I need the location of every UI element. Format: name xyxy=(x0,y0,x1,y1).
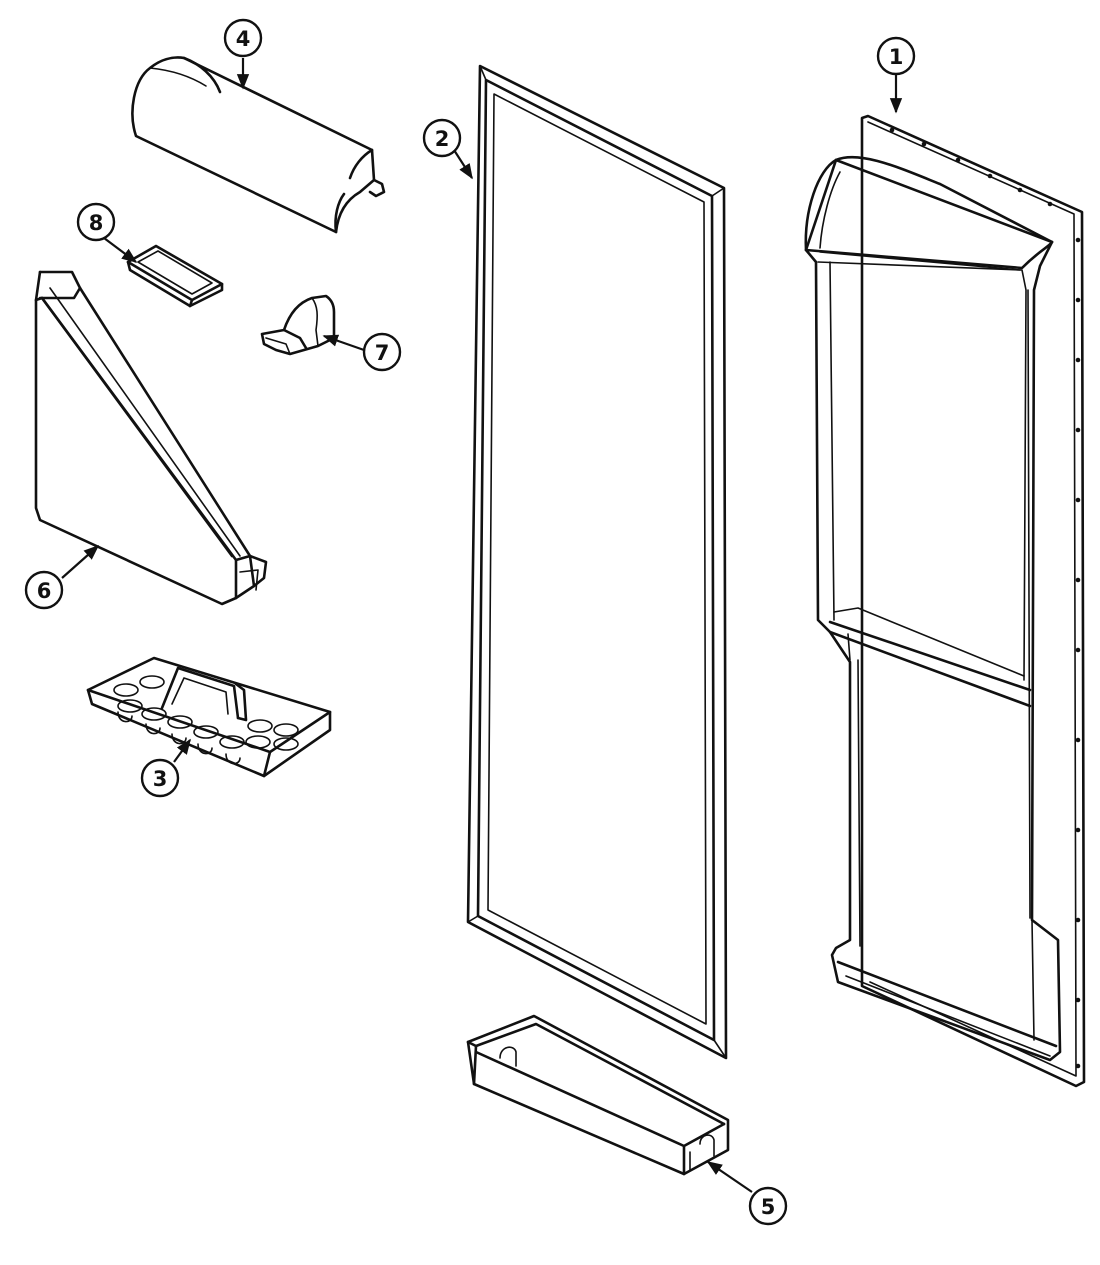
small-tray xyxy=(126,244,224,308)
callout-circle xyxy=(140,758,180,798)
leader-3 xyxy=(173,738,191,763)
callout-circle xyxy=(24,570,64,610)
callout-label: 1 xyxy=(889,45,904,69)
callout-circle xyxy=(362,332,402,372)
door-gasket xyxy=(466,64,728,1060)
leader-8 xyxy=(103,237,138,263)
callout-label: 8 xyxy=(89,211,104,235)
callout-1: 1 xyxy=(876,36,916,76)
leader-7 xyxy=(322,334,365,352)
lower-door-bin xyxy=(466,1014,730,1176)
leader-2 xyxy=(453,149,473,180)
callout-2: 2 xyxy=(422,118,462,158)
callout-circle xyxy=(422,118,462,158)
door-liner xyxy=(804,114,1086,1088)
callout-circle xyxy=(223,18,263,58)
callout-3: 3 xyxy=(140,758,180,798)
callout-8: 8 xyxy=(76,202,116,242)
callout-label: 4 xyxy=(236,27,251,51)
callout-5: 5 xyxy=(748,1186,788,1226)
dairy-door xyxy=(131,56,386,234)
callout-label: 3 xyxy=(153,767,168,791)
callout-label: 5 xyxy=(761,1195,776,1219)
callout-label: 6 xyxy=(37,579,52,603)
leader-6 xyxy=(61,544,100,579)
callout-circle xyxy=(876,36,916,76)
callout-circle xyxy=(748,1186,788,1226)
callout-6: 6 xyxy=(24,570,64,610)
callout-7: 7 xyxy=(362,332,402,372)
leader-lines xyxy=(61,58,903,1193)
callout-label: 2 xyxy=(435,127,450,151)
callout-4: 4 xyxy=(223,18,263,58)
callout-label: 7 xyxy=(375,341,390,365)
door-shelf xyxy=(34,270,268,606)
hinge-clip xyxy=(260,294,336,356)
callout-circle xyxy=(76,202,116,242)
egg-tray xyxy=(86,656,332,778)
leader-5 xyxy=(706,1161,753,1193)
